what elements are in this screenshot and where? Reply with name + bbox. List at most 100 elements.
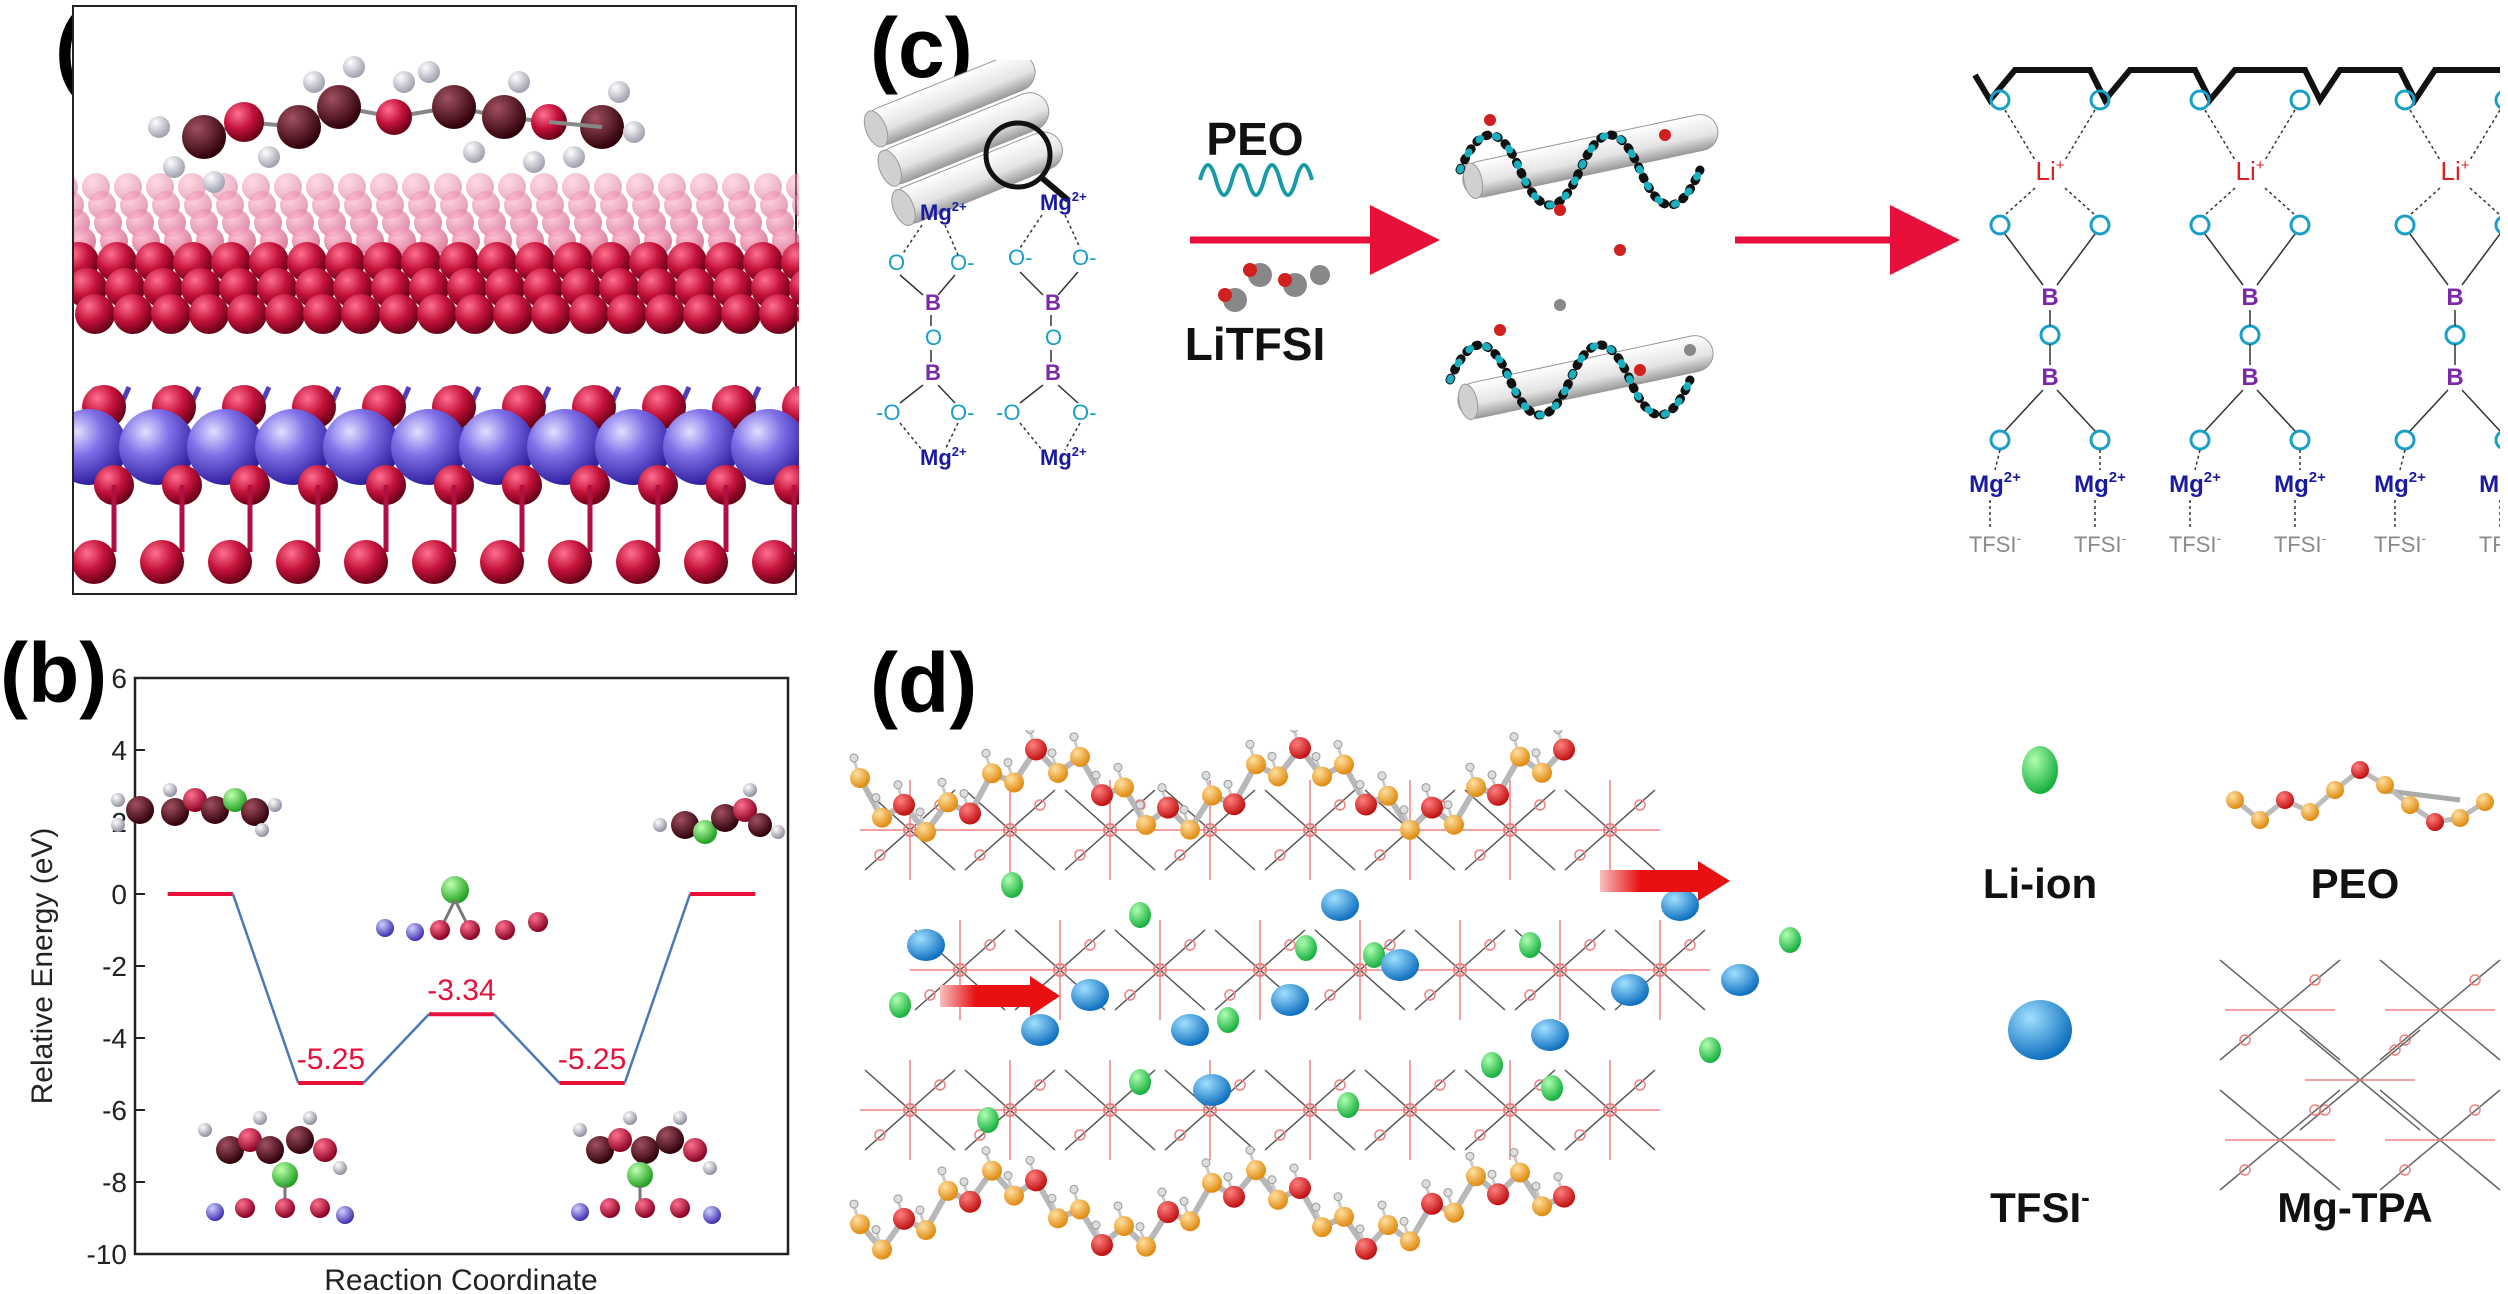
li-ion-label: Li+ [2035, 156, 2064, 186]
peo-label: PEO [1206, 113, 1303, 165]
peo-wrapped-nanowires [1445, 114, 1719, 421]
peo-oxygen [1487, 1183, 1509, 1206]
mof-ring [1224, 989, 1236, 1001]
li-ion [1541, 1075, 1563, 1101]
peo-atom [2301, 803, 2319, 821]
panel-c-scheme: Mg2+ O O- B O B -O O- Mg2+ Mg2+ O- O- B … [863, 60, 2500, 557]
boron-label: B [2241, 284, 2258, 311]
li-ion [977, 1107, 999, 1133]
slab-row-left [206, 1198, 354, 1224]
peo-carbon [1466, 1166, 1486, 1187]
tfsi-ion [1611, 974, 1649, 1006]
oxygen-atom [2394, 89, 2416, 111]
peo-carbon [1444, 1202, 1464, 1223]
mg-tpa-legend-icon [2219, 959, 2501, 1191]
boron-label: B [2446, 364, 2463, 391]
svg-text:O: O [888, 250, 905, 275]
mof-ring [1234, 1079, 1246, 1091]
li-ion [1363, 942, 1385, 968]
oxygen-atom [2494, 90, 2500, 110]
peo-oxygen [1157, 1201, 1179, 1224]
peo-oxygen [1223, 793, 1245, 816]
peo-chain-wave [1198, 163, 1314, 197]
li-ion-label: Li+ [2440, 156, 2469, 186]
svg-text:O-: O- [1072, 245, 1096, 270]
oxygen-atom [2444, 324, 2466, 346]
oxygen-atom [2089, 429, 2111, 451]
tfsi-ion [1271, 984, 1309, 1016]
li-ion [1779, 927, 1801, 953]
peo-chains [849, 730, 1575, 1260]
peo-oxygen [1223, 1185, 1245, 1208]
mof-ring [1524, 989, 1536, 1001]
litfsi-molecules [1218, 263, 1330, 312]
mg-ion-label: Mg2+ [2074, 469, 2126, 498]
svg-text:O: O [1045, 325, 1062, 350]
energy-level-label: -5.25 [297, 1043, 365, 1076]
peo-carbon [872, 1239, 892, 1260]
peo-carbon [916, 1220, 936, 1241]
peo-backbone [1972, 67, 2500, 106]
oxygen-atom [2289, 214, 2311, 236]
oxygen-atom [2239, 324, 2261, 346]
tfsi-ion [907, 929, 945, 961]
tfsi-legend-icon [2008, 1000, 2072, 1060]
peo-atom [2451, 809, 2469, 827]
mof-ring [1574, 1129, 1586, 1141]
tfsi-legend-label: TFSI- [1990, 1182, 2090, 1231]
oxygen-atom [2289, 429, 2311, 451]
svg-text:B: B [925, 290, 941, 315]
svg-text:B: B [1045, 290, 1061, 315]
svg-text:-O: -O [876, 400, 900, 425]
mof-ring [1034, 1079, 1046, 1091]
y-tick-label: -2 [102, 951, 127, 982]
peo-oxygen [893, 793, 915, 816]
peo-oxygen [1091, 1234, 1113, 1257]
peo-carbon [1136, 1236, 1156, 1257]
energy-connector [623, 893, 692, 1084]
mof-ring [1334, 799, 1346, 811]
inset-transition-state [376, 876, 548, 941]
plot-frame [133, 676, 790, 1256]
peo-oxygen [959, 802, 981, 825]
oxygen-atom [2494, 430, 2500, 450]
mof-ring [1084, 939, 1096, 951]
panel-d-label: (d) [870, 636, 978, 730]
legend: Li-ion TFSI- PEO Mg-TPA [1983, 746, 2501, 1231]
svg-text:Mg2+: Mg2+ [1040, 444, 1087, 470]
mof-ring [2239, 1034, 2251, 1046]
oxygen-atom [2189, 89, 2211, 111]
mg-ion-label: Mg2+ [2374, 469, 2426, 498]
li-ion [1129, 902, 1151, 928]
mof-ring [1684, 939, 1696, 951]
boron-label: B [2041, 284, 2058, 311]
peo-oxygen [1487, 783, 1509, 806]
tfsi-label: TFSI- [2074, 530, 2127, 557]
tfsi-ion [1721, 964, 1759, 996]
tfsi-label: TFSI- [2374, 530, 2427, 557]
mof-ring [1534, 799, 1546, 811]
inset-molecule-right-bottom [571, 1111, 721, 1224]
ions [889, 872, 1801, 1133]
mof-ring [1474, 1129, 1486, 1141]
y-tick-label: -6 [102, 1095, 127, 1126]
mof-ring [1184, 939, 1196, 951]
tfsi-ion [1531, 1019, 1569, 1051]
peo-carbon [1400, 1231, 1420, 1252]
peo-carbon [982, 1160, 1002, 1181]
svg-text:Mg2+: Mg2+ [920, 199, 967, 225]
mof-ring [1384, 939, 1396, 951]
energy-connector [362, 1013, 430, 1084]
peo-atom [2326, 781, 2344, 799]
transport-arrow-left [940, 976, 1060, 1016]
peo-oxygen [893, 1207, 915, 1230]
nanowire-bundle [863, 60, 1070, 226]
peo-oxygen [1157, 796, 1179, 819]
peo-carbon [1202, 1172, 1222, 1193]
mg-ion-label: Mg2+ [2479, 469, 2500, 498]
oxygen-atom [2189, 214, 2211, 236]
adsorbed-molecule [148, 56, 645, 193]
mof-ring [1324, 989, 1336, 1001]
peo-carbon [1004, 772, 1024, 793]
peo-carbon [938, 1180, 958, 1201]
